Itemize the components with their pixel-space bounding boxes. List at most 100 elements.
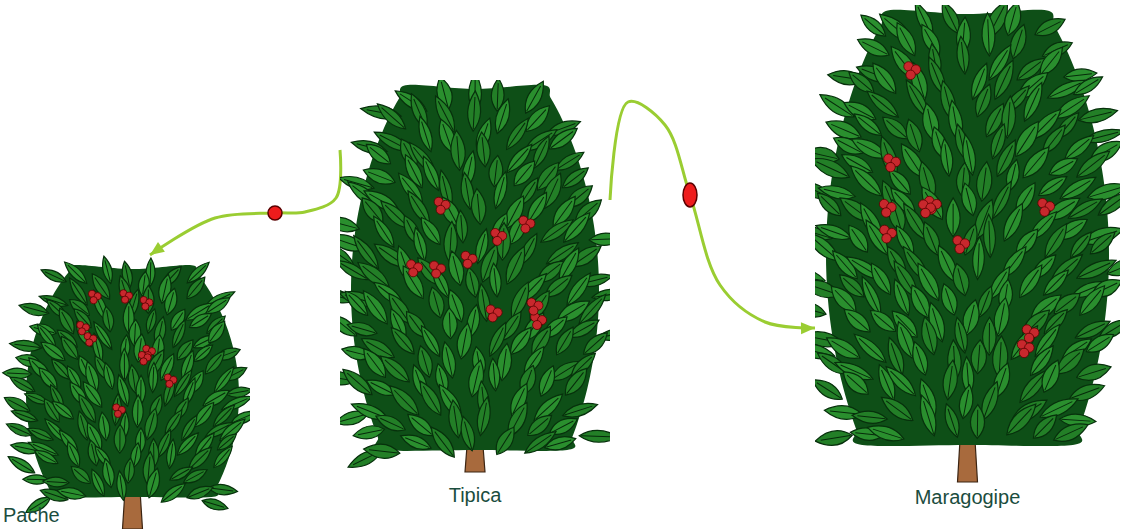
leaf	[561, 399, 599, 421]
leaf-vein	[462, 328, 467, 356]
leaf-blade	[501, 244, 531, 287]
leaf	[1037, 357, 1065, 395]
leaf-vein	[948, 409, 957, 436]
leaf-vein	[564, 171, 584, 187]
leaf-vein	[103, 416, 106, 438]
leaf-blade	[49, 397, 77, 422]
leaf-blade	[165, 439, 178, 470]
leaf-vein	[515, 165, 531, 184]
leaf-vein	[369, 450, 398, 453]
berry-cluster	[430, 261, 446, 278]
leaf	[488, 263, 503, 298]
leaf	[1095, 187, 1120, 220]
leaf-vein	[423, 386, 439, 413]
berry-cluster	[1038, 198, 1055, 216]
leaf	[970, 405, 985, 439]
leaf-blade	[6, 452, 38, 477]
leaf-vein	[901, 327, 912, 356]
leaf-vein	[821, 227, 850, 237]
leaf-blade	[467, 91, 482, 132]
leaf-vein	[1008, 409, 1031, 434]
leaf-vein	[166, 414, 179, 433]
leaf-vein	[941, 251, 954, 280]
leaf	[63, 440, 83, 469]
leaf	[398, 430, 433, 453]
leaf	[974, 161, 994, 202]
coffee-cherry	[488, 313, 497, 322]
leaf-vein	[1024, 152, 1045, 177]
leaf	[983, 214, 996, 258]
leaf-vein	[210, 324, 222, 341]
leaf-vein	[547, 440, 572, 447]
leaf-vein	[1046, 229, 1063, 256]
leaf-vein	[865, 282, 880, 314]
leaf-vein	[205, 393, 225, 405]
leaf	[165, 439, 178, 470]
leaf-vein	[168, 292, 174, 313]
leaf-blade	[1073, 146, 1114, 182]
leaf-vein	[1100, 196, 1120, 214]
leaves	[340, 80, 610, 473]
leaf	[1105, 254, 1120, 280]
leaf	[1019, 80, 1047, 124]
coffee-cherry	[140, 358, 147, 365]
leaf	[183, 274, 209, 302]
leaf-blade	[974, 161, 994, 202]
leaf-vein	[591, 239, 610, 240]
leaf-vein	[148, 413, 155, 438]
leaf-blade	[840, 304, 875, 337]
coffee-cherry	[1040, 207, 1049, 216]
coffee-cherry	[921, 208, 930, 217]
leaf-vein	[493, 363, 495, 389]
leaf-blade	[35, 364, 61, 392]
leaf-vein	[958, 268, 965, 293]
leaf-vein	[124, 353, 125, 378]
berry-cluster	[527, 298, 543, 315]
leaf-blade	[56, 485, 87, 502]
leaf-vein	[535, 141, 547, 167]
tree-illustration	[340, 80, 610, 520]
leaf	[10, 407, 39, 425]
leaf	[18, 300, 51, 319]
leaf-vein	[149, 313, 154, 332]
leaf	[1051, 418, 1091, 446]
leaf-vein	[873, 429, 902, 438]
leaf-blade	[475, 131, 492, 167]
leaf-blade	[425, 285, 447, 319]
leaf-blade	[426, 423, 459, 461]
leaf	[1018, 142, 1055, 182]
leaf-blade	[851, 409, 888, 425]
leaf	[941, 402, 963, 439]
leaf-vein	[1066, 74, 1092, 77]
leaf	[161, 375, 178, 407]
leaf-vein	[45, 272, 65, 281]
variety-name: Tipica	[449, 484, 502, 507]
leaf-blade	[958, 181, 980, 217]
leaf-vein	[926, 323, 933, 353]
leaf-blade	[487, 358, 501, 391]
leaf-vein	[581, 435, 610, 437]
leaf	[1073, 146, 1114, 182]
leaf	[208, 483, 239, 497]
leaf-vein	[557, 155, 579, 169]
leaf-vein	[424, 221, 439, 242]
leaf-vein	[874, 268, 889, 293]
leaf	[1006, 22, 1030, 60]
leaf-blade	[71, 306, 95, 331]
leaf-vein	[166, 381, 173, 404]
leaf-blade	[970, 405, 985, 439]
leaf-blade	[941, 359, 960, 400]
leaf-vein	[1009, 7, 1016, 33]
leaf-vein	[853, 75, 873, 91]
leaf	[1086, 228, 1119, 259]
leaf-vein	[821, 436, 851, 441]
leaf-vein	[967, 305, 974, 333]
leaf-vein	[978, 345, 980, 372]
berry-cluster	[113, 404, 126, 418]
leaf	[946, 198, 960, 237]
leaf-blade	[850, 330, 890, 367]
leaf-vein	[580, 299, 601, 323]
leaf-vein	[966, 188, 973, 214]
coffee-plant: Tipica	[340, 80, 610, 520]
coffee-cherry	[463, 259, 472, 268]
